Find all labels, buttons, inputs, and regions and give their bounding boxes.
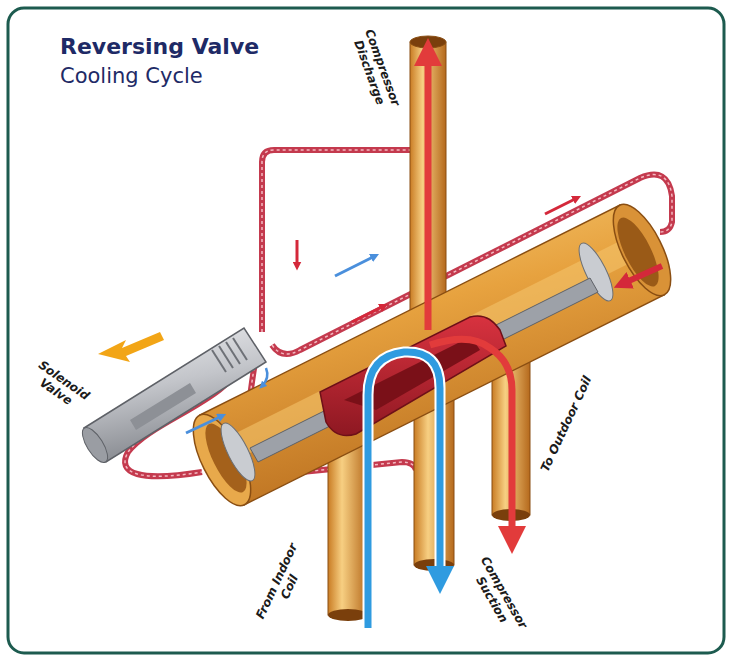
diagram-title: Reversing Valve (60, 34, 259, 59)
diagram-subtitle: Cooling Cycle (60, 64, 203, 88)
frame (8, 8, 724, 653)
solenoid-valve (78, 328, 266, 466)
flow-arrows (186, 52, 662, 628)
